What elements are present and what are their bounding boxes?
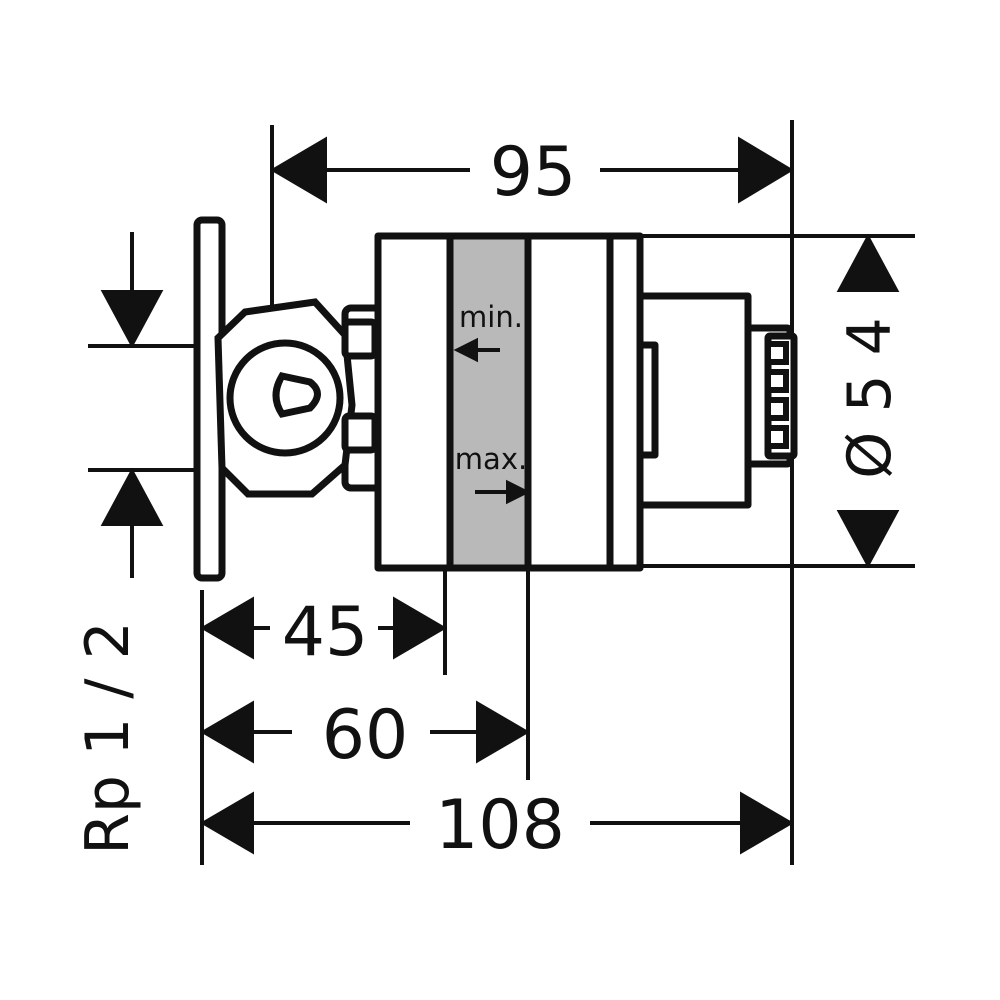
dimension-54-label: Ø 5 4: [835, 317, 905, 479]
thread-size-label: Rp 1 / 2: [73, 621, 143, 855]
arrow-54-top: [836, 233, 900, 292]
cartridge-stem: [636, 292, 752, 509]
dimension-108-label: 108: [435, 786, 565, 865]
arrow-95-left: [270, 136, 327, 204]
side-lug-top: [341, 318, 379, 360]
cartridge-slot-4: [765, 425, 789, 449]
dimension-95-label: 95: [490, 133, 577, 212]
cartridge-slot-3: [765, 397, 789, 421]
arrow-60-right: [476, 700, 530, 764]
dimension-lines: [100, 136, 900, 855]
valve-gauge-section: [446, 232, 532, 572]
valve-cylinder-middle-section: [524, 232, 614, 572]
arrow-inlet-top: [100, 290, 164, 349]
valve-cylinder-left-section: [374, 232, 454, 572]
dimension-60-label: 60: [322, 696, 409, 775]
arrow-45-right: [393, 596, 447, 660]
inlet-fitting: [214, 298, 379, 498]
cartridge-slot-2: [765, 369, 789, 393]
inlet-key: [272, 372, 321, 418]
max-label: max.: [455, 442, 527, 476]
gauge-markers: [453, 337, 531, 505]
extension-lines: [88, 120, 915, 865]
arrow-95-right: [738, 136, 794, 204]
cartridge-slots: [765, 341, 789, 449]
side-lug-bottom: [341, 412, 379, 454]
dimension-45-label: 45: [282, 593, 369, 672]
max-arrow-head: [506, 479, 531, 505]
min-label: min.: [459, 300, 523, 334]
arrow-inlet-bottom: [100, 467, 164, 526]
cartridge-slot-1: [765, 341, 789, 365]
valve-cylinder-right-section: [606, 232, 644, 572]
valve-body-outline: [193, 216, 798, 582]
min-arrow-head: [453, 337, 478, 363]
arrow-45-left: [200, 596, 254, 660]
arrow-54-bottom: [836, 510, 900, 569]
arrow-108-left: [200, 791, 254, 855]
arrow-60-left: [200, 700, 254, 764]
arrow-108-right: [740, 791, 794, 855]
